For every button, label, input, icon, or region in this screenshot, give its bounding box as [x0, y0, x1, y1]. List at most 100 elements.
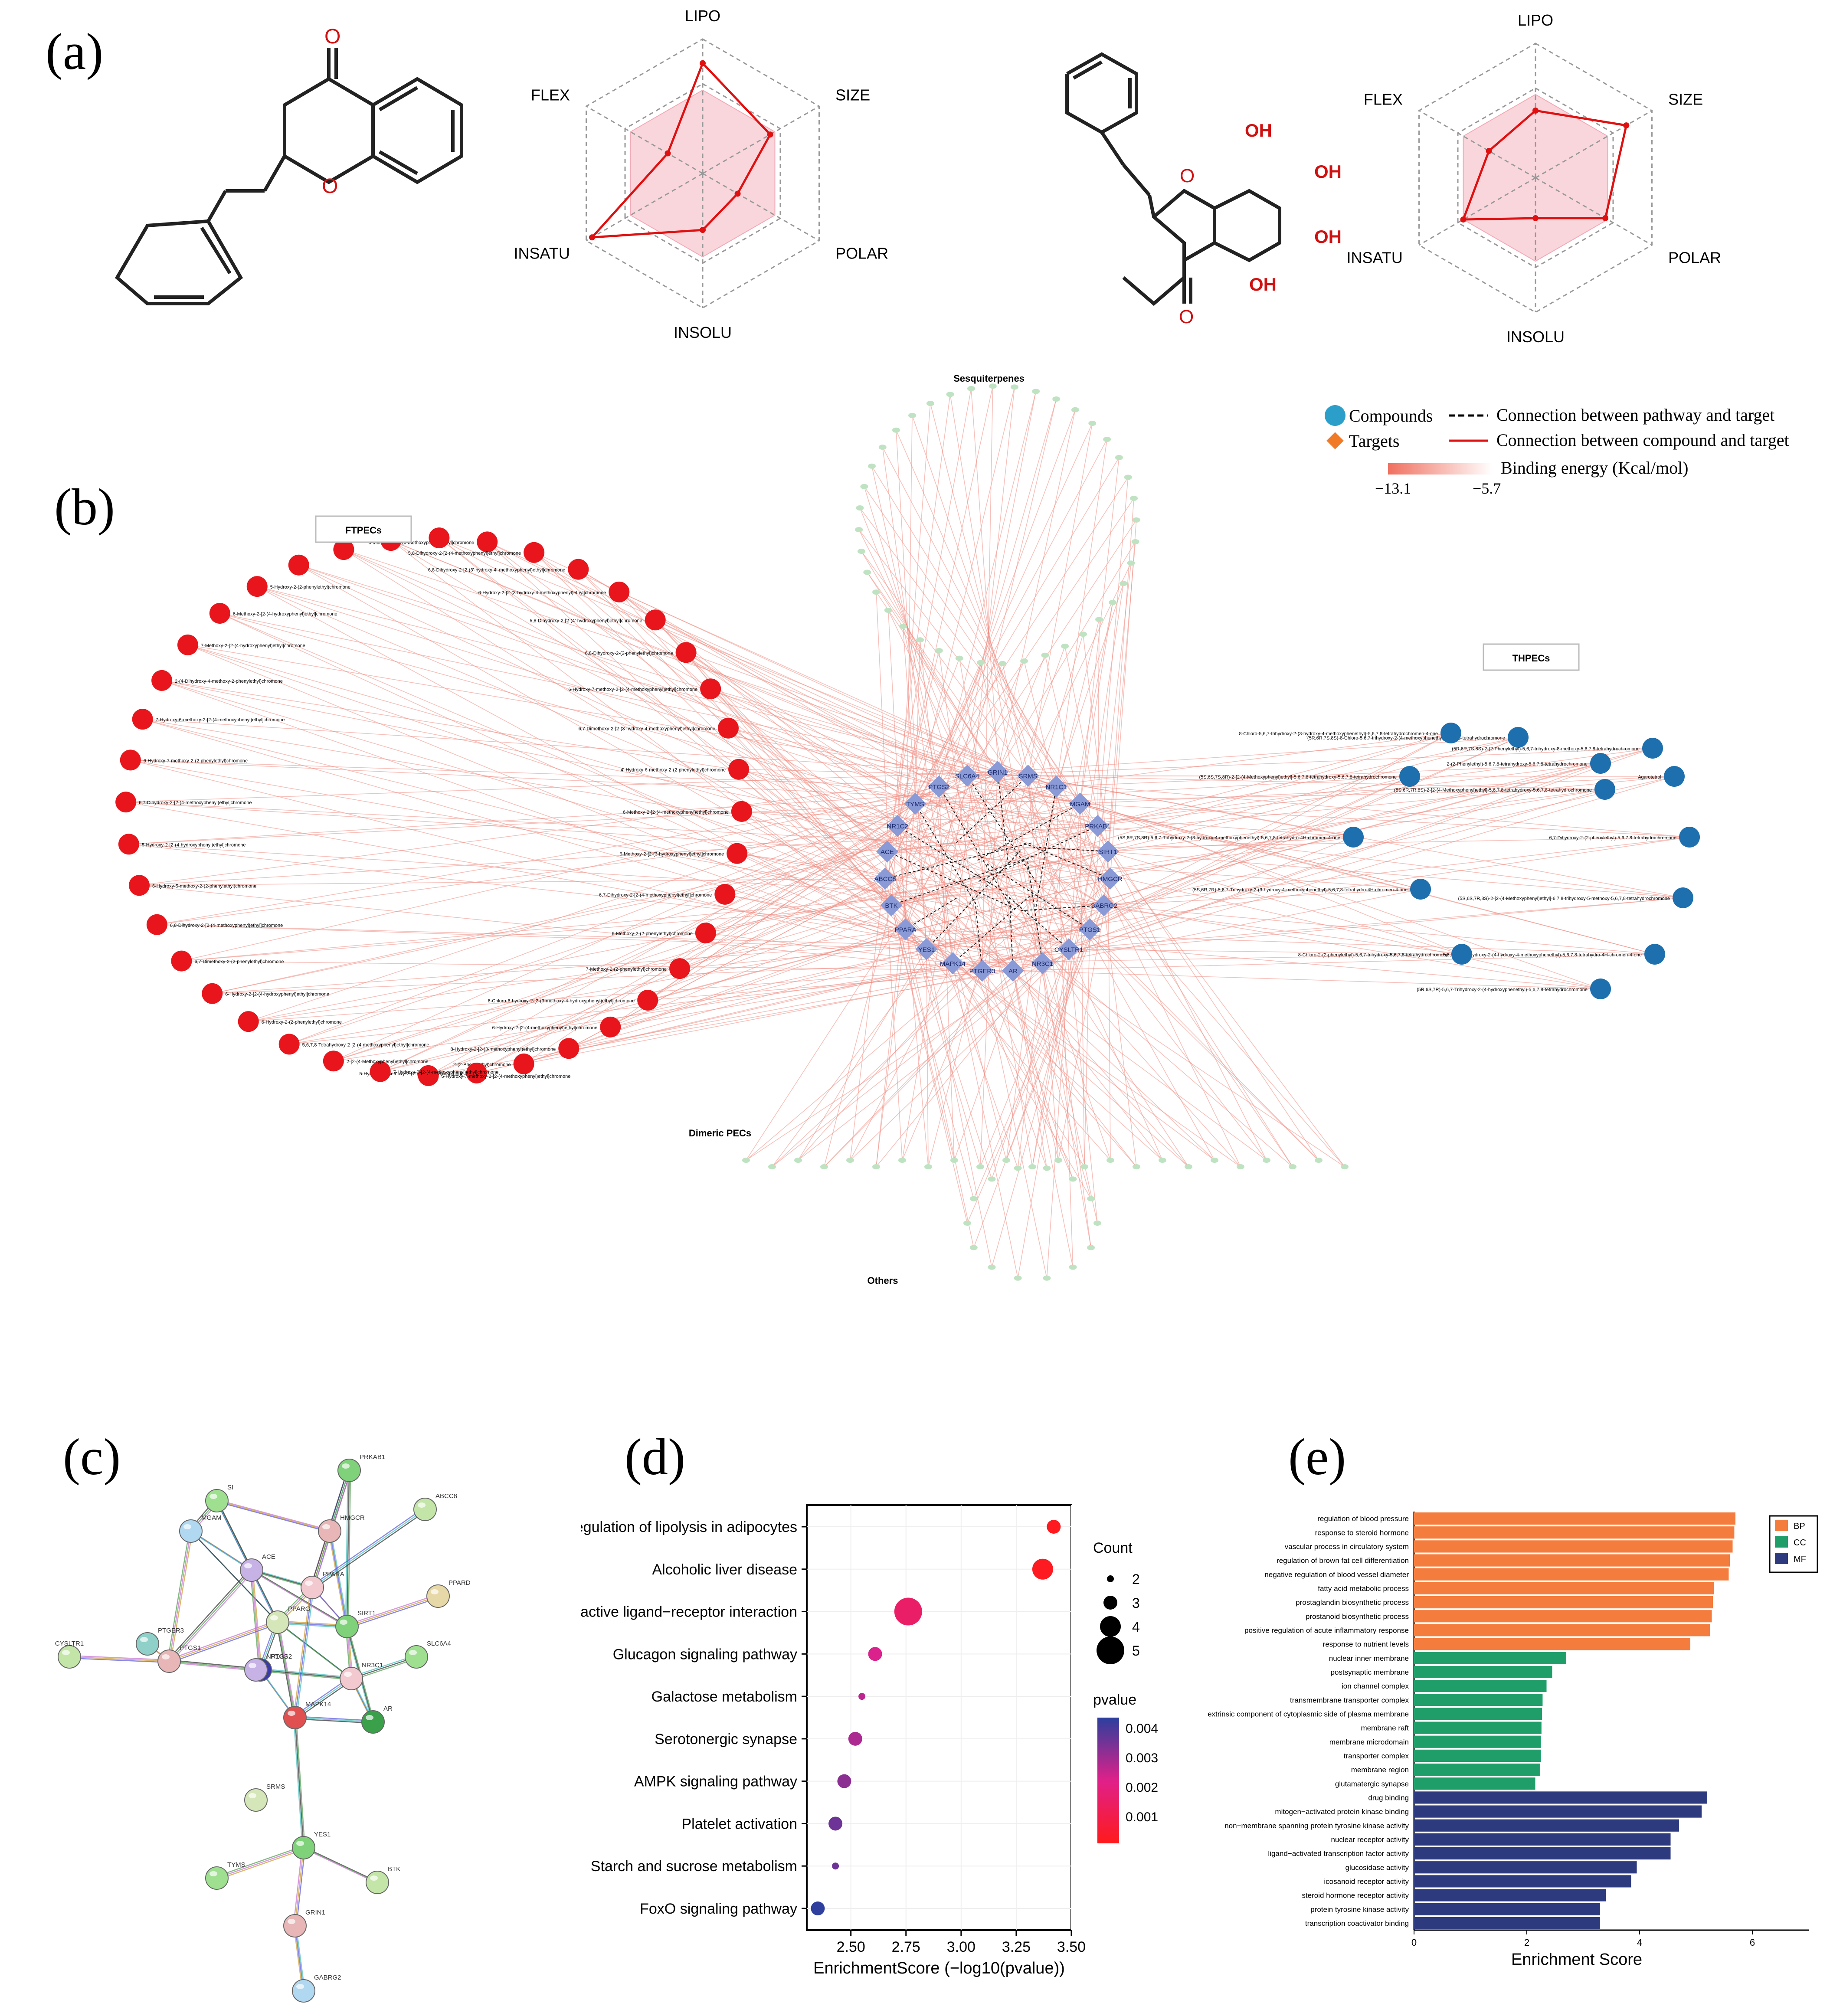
string-node-label-prkab1: PRKAB1 — [360, 1453, 385, 1461]
others-node — [1087, 1245, 1095, 1250]
ftpec-node — [728, 759, 749, 780]
string-node-srms — [245, 1789, 267, 1811]
thpec-node-label: (5R,6R,7S,8S)-2-(2-Phenylethyl)-5,6,7-tr… — [1452, 746, 1640, 752]
ftpec-node-label: 5-Hydroxy-2-(2-phenylethyl)chromone — [270, 585, 350, 590]
edge-thpec-target — [1104, 905, 1601, 989]
radar1-axis-label-polar: POLAR — [835, 245, 888, 262]
group-label-others: Others — [868, 1275, 898, 1286]
ftpec-node-label: 6-Hydroxy-2-(2-phenylethyl)chromone — [262, 1020, 342, 1025]
edge-ftpec-target — [299, 565, 1090, 929]
ftpec-node-label: 6,7-Dihydroxy-2-[2-(4-methoxyphenyl)ethy… — [599, 893, 712, 898]
x-tick-label: 3.00 — [947, 1939, 976, 1955]
target-label-prkab1: PRKAB1 — [1085, 823, 1110, 830]
string-node-abcc8 — [414, 1498, 436, 1521]
ftpec-node — [714, 884, 735, 905]
string-node-label-yes1: YES1 — [314, 1831, 331, 1838]
sesquiterpene-node — [967, 386, 975, 391]
color-legend-label: 0.004 — [1126, 1721, 1158, 1736]
edge-others-target — [897, 826, 1018, 1168]
others-node — [1069, 1176, 1077, 1181]
x-axis-title: Enrichment Score — [1511, 1951, 1642, 1969]
edge-thpec-target — [1069, 898, 1683, 949]
edge-ftpec-target — [619, 592, 1028, 776]
bubble-point — [811, 1901, 825, 1915]
edge-thpec-target — [1080, 804, 1689, 837]
string-node-label-ppara: PPARA — [323, 1571, 344, 1578]
sesquiterpene-node — [926, 401, 934, 406]
bar-mf — [1414, 1917, 1600, 1929]
sesquiterpene-node — [1079, 632, 1087, 637]
edge-ftpec-target — [391, 540, 926, 949]
radar2-point-insatu — [1460, 216, 1467, 223]
thpec-node — [1664, 766, 1685, 787]
panel-a: O O LIPOSIZEPOLARINSOLUINSATUFLEX OH OH … — [0, 0, 1830, 347]
dimeric-node — [820, 1164, 828, 1169]
ftpec-node-label: 6-Hydroxy-5-methoxy-2-(2-phenylethyl)chr… — [152, 884, 256, 889]
sesquiterpene-node — [892, 428, 900, 433]
size-legend-marker — [1097, 1636, 1124, 1664]
string-edge — [168, 1530, 190, 1660]
edge-sesq-target — [915, 478, 1128, 804]
ftpec-node — [600, 1017, 621, 1037]
ftpec-node — [147, 914, 167, 935]
y-tick-label: AMPK signaling pathway — [634, 1774, 797, 1790]
bar-label: steroid hormone receptor activity — [1302, 1892, 1409, 1900]
bar-label: prostaglandin biosynthetic process — [1296, 1598, 1409, 1607]
string-node-highlight — [418, 1502, 426, 1508]
sesquiterpene-node — [908, 413, 916, 418]
target-label-mapk14: MAPK14 — [940, 960, 966, 968]
ftpec-node-label: 6,8-Dihydroxy-2-[2-(3'-hydroxy-4'-methox… — [428, 568, 566, 573]
edge-ftpec-target — [220, 613, 915, 804]
sesquiterpene-node — [1011, 384, 1018, 389]
target-label-gabrg2: GABRG2 — [1090, 902, 1118, 910]
target-label-slc6a4: SLC6A4 — [955, 773, 979, 780]
ftpec-node-label: 6,7-Dimethoxy-2-(2-phenylethyl)chromone — [194, 959, 284, 965]
string-node-highlight — [270, 1615, 278, 1620]
bar-label: extrinsic component of cytoplasmic side … — [1208, 1710, 1409, 1718]
edge-thpec-target — [1108, 851, 1462, 954]
thpec-node — [1644, 944, 1665, 965]
group-label-thpecs: THPECs — [1512, 653, 1550, 664]
bar-label: membrane raft — [1361, 1724, 1409, 1732]
size-legend-marker — [1103, 1596, 1117, 1610]
string-node-prkab1 — [338, 1459, 360, 1482]
bar-label: regulation of blood pressure — [1317, 1515, 1409, 1523]
target-label-hmgcr: HMGCR — [1098, 876, 1123, 883]
ftpec-node-label: 5,8-Dihydroxy-2-[2-(4-methoxyphenyl)ethy… — [408, 551, 521, 556]
string-node-label-sirt1: SIRT1 — [357, 1610, 376, 1617]
legend-energy-gradient — [1388, 463, 1492, 475]
bar-label: regulation of brown fat cell differentia… — [1277, 1557, 1409, 1565]
y-tick-label: Platelet activation — [682, 1816, 798, 1832]
legend-solid-label: Connection between compound and target — [1496, 430, 1789, 450]
target-label-mgam: MGAM — [1070, 801, 1090, 808]
molecule-2-oh-1: OH — [1245, 120, 1272, 141]
others-node — [970, 1245, 978, 1250]
legend-target-marker — [1326, 432, 1344, 449]
bar-mf — [1414, 1861, 1637, 1873]
ftpec-node — [177, 635, 198, 655]
thpec-node — [1594, 779, 1615, 800]
bar-label: vascular process in circulatory system — [1285, 1542, 1409, 1551]
ftpec-node — [202, 983, 223, 1004]
legend-label-mf: MF — [1794, 1555, 1806, 1564]
ftpec-node-label: 5,8-Dihydroxy-2-[2-(4'-hydroxyphenyl)eth… — [530, 618, 642, 623]
thpec-node-label: (5S,6S,7R,8S)-2-[2-(4-Methoxyphenyl)ethy… — [1458, 896, 1670, 901]
radar2-axis-label-polar: POLAR — [1668, 249, 1721, 267]
edge-sesq-target — [967, 399, 1056, 776]
thpec-node-label: (5S,6R,7R,8S)-2-[2-(4-Methoxyphenyl)ethy… — [1394, 788, 1592, 793]
string-node-highlight — [288, 1919, 295, 1924]
ftpec-node — [718, 718, 739, 739]
edge-sesq-target — [1080, 458, 1119, 804]
bar-cc — [1414, 1722, 1542, 1734]
sesquiterpene-node — [956, 656, 963, 661]
network-legend: Compounds Targets Connection between pat… — [1325, 405, 1789, 497]
sesquiterpene-node — [989, 383, 997, 389]
edge-sesq-target — [998, 410, 1075, 772]
x-tick-label: 2.75 — [892, 1939, 920, 1955]
string-edge — [169, 1531, 191, 1661]
size-legend-marker — [1100, 1616, 1121, 1637]
ftpec-node-label: 6-Chloro-6-hydroxy-2-[2-(3-methoxy-4-hyd… — [488, 998, 635, 1004]
thpec-node-label: 6,7-Dihydroxy-2-(2-phenylethyl)-5,6,7,8-… — [1549, 835, 1676, 841]
bar-bp — [1414, 1568, 1729, 1581]
bar-label: ligand−activated transcription factor ac… — [1268, 1849, 1409, 1858]
